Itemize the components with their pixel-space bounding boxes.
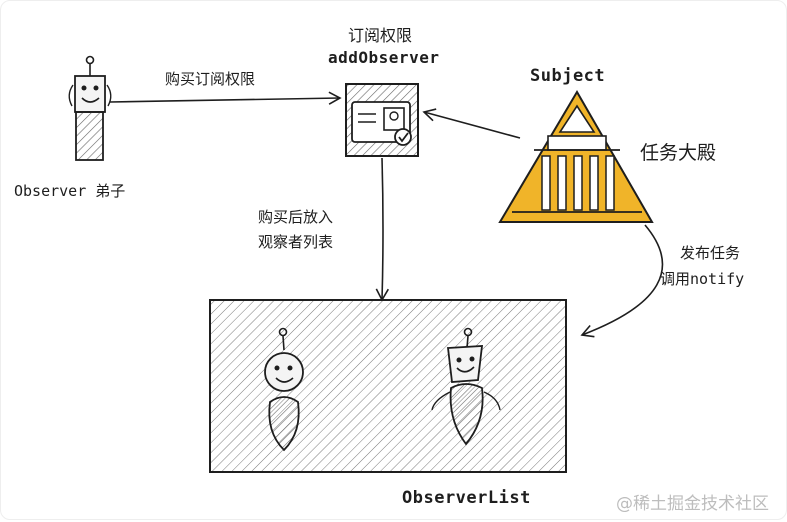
observer-disciple-icon bbox=[69, 57, 111, 161]
watermark-text: @稀土掘金技术社区 bbox=[616, 489, 769, 514]
subscribe-card-icon bbox=[346, 84, 418, 156]
after-buy-label-line2: 观察者列表 bbox=[258, 231, 333, 252]
observer-list-box bbox=[210, 300, 566, 472]
after-buy-label-line1: 购买后放入 bbox=[258, 206, 333, 227]
add-observer-label: addObserver bbox=[328, 48, 439, 67]
publish-task-label-line1: 发布任务 bbox=[680, 242, 740, 263]
publish-arrow bbox=[582, 225, 662, 335]
buy-subscription-label: 购买订阅权限 bbox=[165, 68, 255, 89]
temple-icon bbox=[500, 92, 652, 222]
publish-task-label-line2: 调用notify bbox=[660, 268, 744, 289]
temple-to-card-arrow bbox=[424, 112, 520, 138]
buy-arrow bbox=[110, 98, 340, 102]
subject-label: Subject bbox=[530, 66, 605, 86]
task-hall-label: 任务大殿 bbox=[640, 138, 716, 165]
subscribe-title-label: 订阅权限 bbox=[348, 22, 412, 46]
observer-disciple-label: Observer 弟子 bbox=[14, 180, 125, 201]
add-to-list-arrow bbox=[382, 158, 383, 300]
observer-list-label: ObserverList bbox=[402, 488, 531, 508]
